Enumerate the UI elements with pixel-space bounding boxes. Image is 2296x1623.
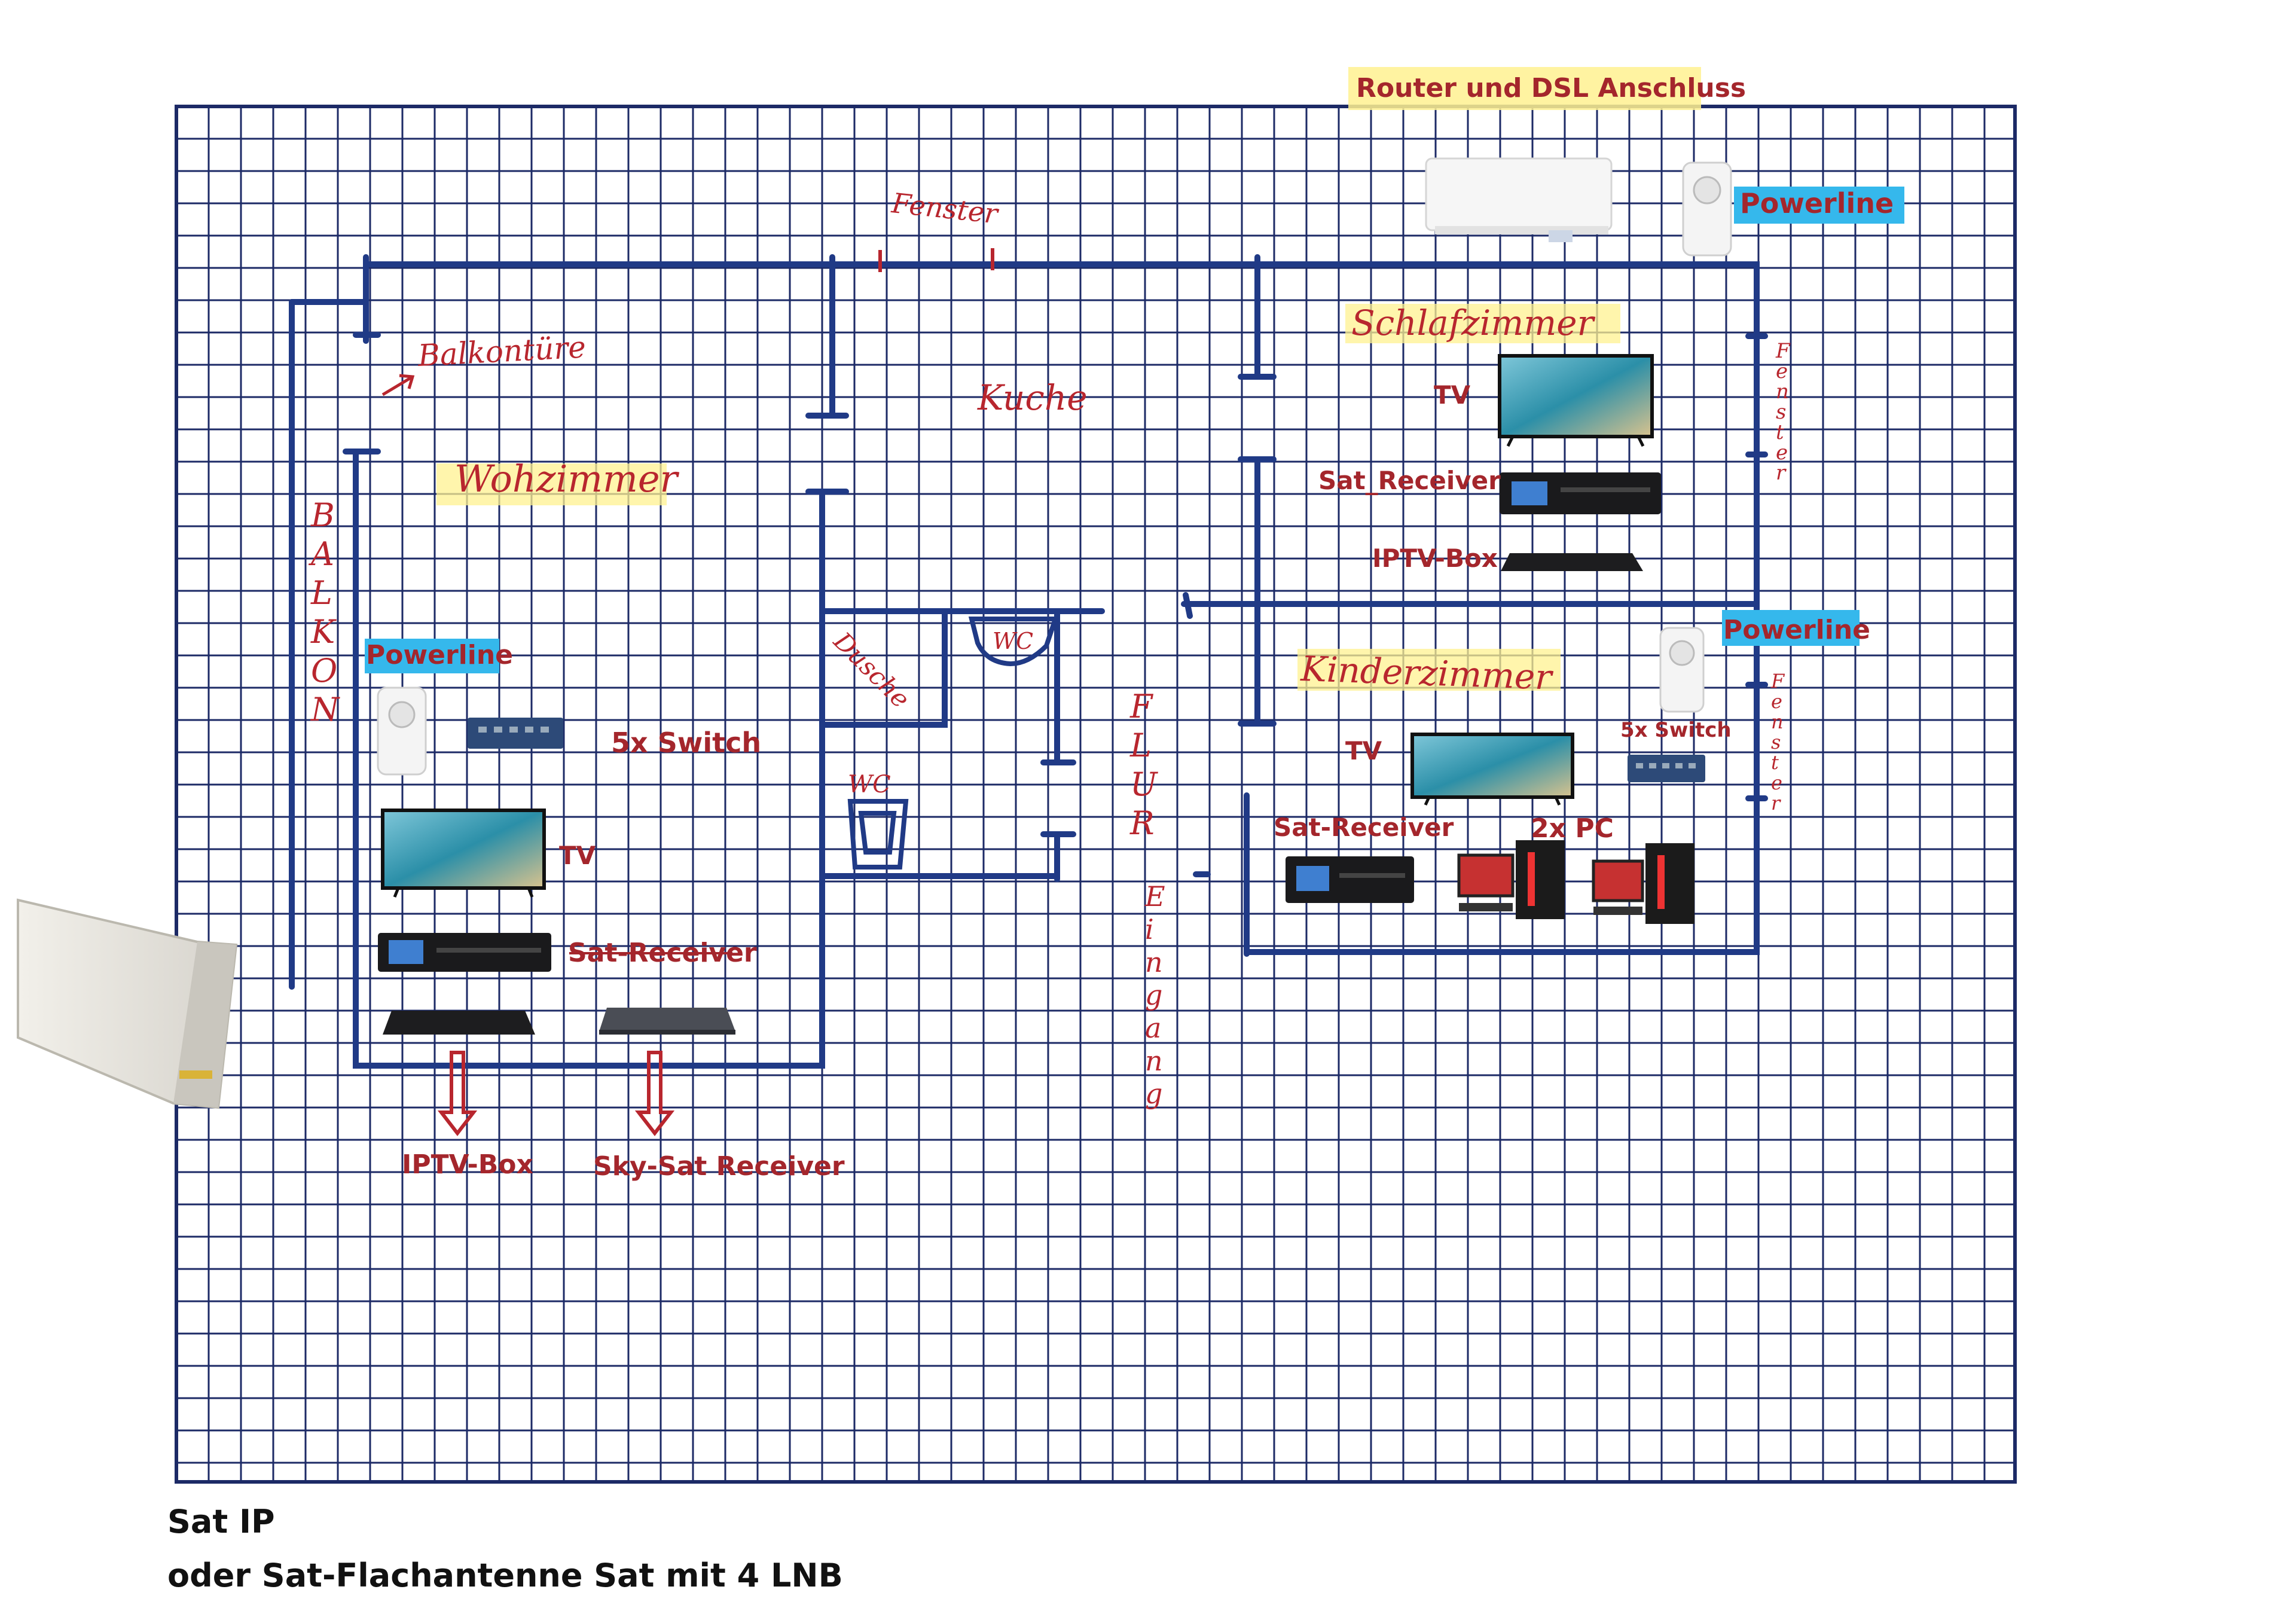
tv-icon	[1498, 354, 1654, 447]
letter: t	[1776, 420, 1784, 444]
router-icon	[1425, 157, 1613, 242]
wc-toilet-bottom	[847, 799, 909, 870]
powerline-label: Powerline	[1723, 615, 1870, 645]
room-schlafzimmer: Schlafzimmer	[1351, 303, 1596, 343]
devices	[17, 157, 1732, 1109]
letter: g	[1145, 979, 1162, 1011]
powerline-label: Powerline	[366, 640, 513, 670]
letter: F	[1770, 670, 1785, 692]
iptv-box-label: IPTV-Box	[402, 1149, 533, 1180]
tv-icon	[1410, 733, 1574, 806]
fenster-right-lower: F e n s t e r	[1770, 670, 1785, 814]
switch-icon	[1628, 755, 1705, 782]
sat-receiver-label: Sat-Receiver	[1274, 813, 1454, 842]
eingang-label: E i n g a n g	[1144, 880, 1165, 1110]
letter: a	[1145, 1012, 1161, 1044]
letter: R	[1129, 804, 1155, 842]
room-dusche: Dusche	[828, 626, 915, 714]
room-kinderzimmer: Kinderzimmer	[1300, 648, 1555, 698]
pc-icon	[1457, 840, 1565, 919]
room-wc-top: WC	[993, 628, 1033, 654]
tv-label: TV	[559, 841, 596, 870]
letter: e	[1776, 441, 1788, 465]
letter: U	[1130, 765, 1158, 803]
letter: e	[1776, 359, 1788, 383]
tv-label: TV	[1345, 736, 1382, 765]
grid-border	[175, 105, 2017, 1484]
letter: n	[1145, 1045, 1163, 1077]
sat-receiver-label: Sat_Receiver	[1318, 466, 1501, 495]
letter: r	[1776, 461, 1787, 485]
letter: N	[310, 691, 340, 728]
sat-receiver-icon	[378, 933, 551, 972]
arrow-down-icon	[634, 1051, 675, 1136]
letter: L	[310, 574, 332, 612]
arrow-down-icon	[437, 1051, 478, 1136]
balkon-label: B A L K O N	[308, 496, 340, 728]
letter: L	[1129, 727, 1152, 764]
iptv-box-icon	[383, 1011, 535, 1035]
tv-label: TV	[1434, 380, 1471, 410]
sanitary	[847, 617, 1059, 870]
wc-toilet-top	[968, 617, 1059, 667]
tv-icon	[381, 809, 546, 898]
letter: n	[1776, 380, 1789, 404]
caption-line-1: Sat IP	[167, 1503, 275, 1540]
grid-paper	[175, 105, 2017, 1484]
switch-label: 5x Switch	[611, 727, 761, 759]
sat-receiver-icon	[1286, 856, 1414, 903]
letter: F	[1775, 339, 1791, 363]
sky-receiver-label: Sky-Sat Receiver	[593, 1151, 845, 1182]
powerline-adapter-icon	[1682, 161, 1732, 257]
caption-line-2: oder Sat-Flachantenne Sat mit 4 LNB	[167, 1557, 843, 1594]
flur-label: F L U R	[1129, 688, 1158, 842]
router-label: Router und DSL Anschluss	[1356, 73, 1746, 103]
letter: r	[1771, 792, 1781, 814]
iptv-box-icon	[1501, 553, 1643, 571]
letter: s	[1771, 731, 1781, 753]
letter: e	[1771, 771, 1782, 794]
letter: n	[1771, 710, 1784, 733]
pc-icon	[1592, 843, 1694, 924]
highlights	[365, 67, 1904, 691]
iptv-box-label: IPTV-Box	[1372, 544, 1498, 573]
sat-receiver-icon	[1500, 472, 1661, 514]
walls	[289, 254, 1768, 1069]
room-wohnzimmer: Wohzimmer	[454, 457, 680, 501]
powerline-adapter-icon	[377, 687, 427, 776]
letter: n	[1145, 946, 1163, 978]
switch-icon	[468, 718, 563, 749]
room-wc-bottom: WC	[848, 771, 891, 798]
letter: A	[308, 535, 334, 573]
flat-antenna-icon	[17, 898, 238, 1109]
switch-label: 5x Switch	[1620, 718, 1732, 742]
letter: g	[1145, 1078, 1162, 1110]
pc-label: 2x PC	[1531, 813, 1614, 844]
letter: B	[310, 496, 335, 534]
powerline-label: Powerline	[1740, 187, 1894, 219]
letter: e	[1771, 690, 1782, 713]
letter: t	[1771, 751, 1779, 774]
letter: i	[1145, 913, 1154, 945]
letter: F	[1129, 688, 1154, 725]
room-kueche: Kuche	[977, 377, 1088, 418]
window-marks	[878, 248, 994, 272]
sky-receiver-icon	[599, 1008, 735, 1035]
letter: s	[1776, 400, 1786, 424]
powerline-adapter-icon	[1659, 627, 1705, 713]
letter: O	[311, 652, 337, 690]
letter: E	[1144, 880, 1165, 913]
letter: K	[310, 613, 337, 651]
arrow-icon	[381, 374, 415, 396]
balkontuer-note: Balkontüre	[417, 330, 587, 373]
fenster-right-upper: F e n s t e r	[1775, 339, 1791, 485]
